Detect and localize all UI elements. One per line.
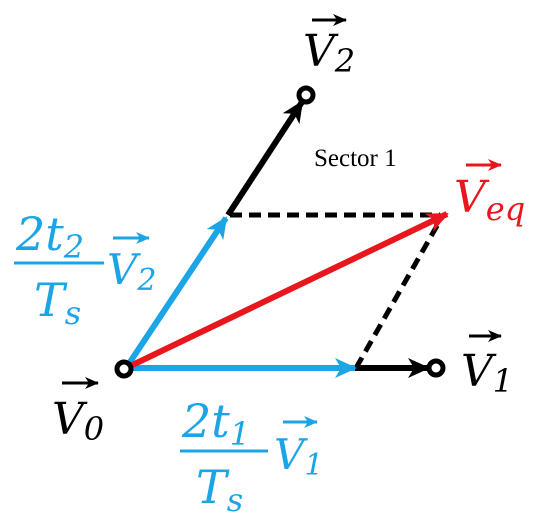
origin-point-v0 bbox=[114, 359, 134, 379]
dashed-line-right bbox=[353, 215, 445, 370]
coef2-numerator: 2t2 bbox=[15, 207, 84, 266]
veq-label: Veq bbox=[454, 172, 525, 228]
v1-label: V1 bbox=[461, 346, 513, 400]
endpoint-v1 bbox=[426, 358, 446, 378]
coef1-vector: V1 bbox=[274, 430, 323, 483]
coef2-denominator: Ts bbox=[34, 273, 81, 332]
coefficient-t2: 2t2 Ts V2 bbox=[14, 207, 156, 332]
endpoint-v2 bbox=[296, 85, 316, 105]
vector-veq-red bbox=[124, 211, 449, 371]
vector-t2-v2-blue bbox=[123, 216, 229, 370]
coef1-denominator: Ts bbox=[196, 460, 243, 519]
sector-label: Sector 1 bbox=[314, 145, 397, 172]
vector-v2-black-segment bbox=[225, 100, 305, 217]
coef2-vector: V2 bbox=[107, 245, 156, 298]
v0-label: V0 bbox=[52, 394, 104, 448]
v2-label: V2 bbox=[303, 26, 355, 80]
coef1-numerator: 2t1 bbox=[181, 394, 250, 453]
coefficient-t1: 2t1 Ts V1 bbox=[180, 394, 323, 519]
